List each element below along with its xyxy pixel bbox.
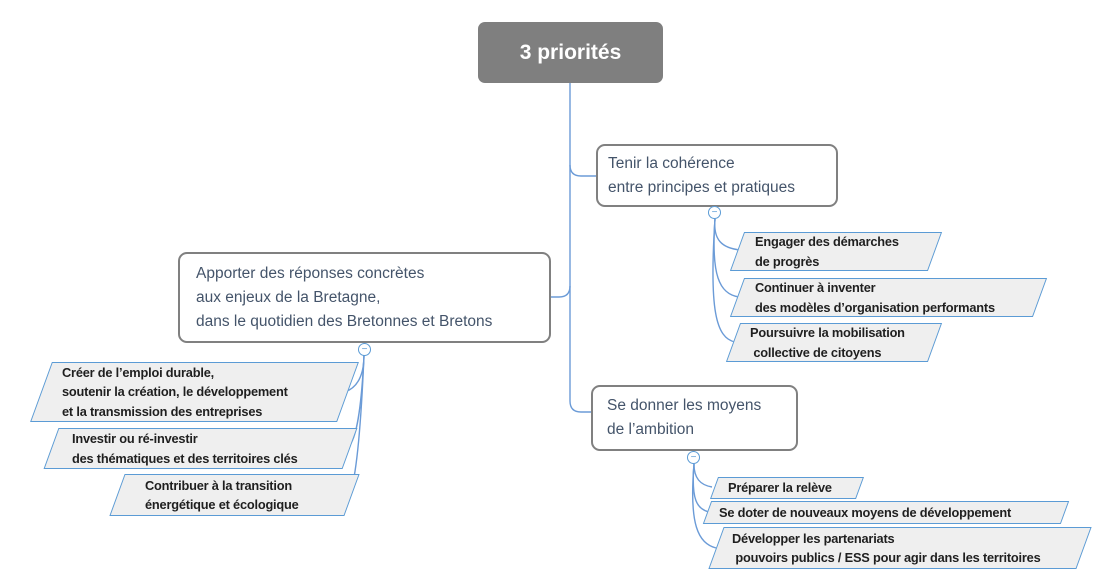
branch-apporter-label: Apporter des réponses concrètes aux enje… (196, 264, 493, 330)
collapse-toggle-apporter[interactable]: − (358, 343, 371, 356)
leaf-se-donner-2[interactable]: Se doter de nouveaux moyens de développe… (707, 501, 1065, 524)
leaf-apporter-2-label: Investir ou ré-investir des thématiques … (72, 431, 298, 466)
branch-se-donner-label: Se donner les moyens de l’ambition (607, 397, 762, 438)
leaf-tenir-2[interactable]: Continuer à inventer des modèles d’organ… (737, 278, 1040, 317)
leaf-tenir-1[interactable]: Engager des démarches de progrès (737, 232, 935, 271)
connector-tenir-child-3 (712, 218, 736, 343)
leaf-se-donner-1[interactable]: Préparer la relève (714, 477, 860, 499)
root-topic-label: 3 priorités (519, 41, 622, 64)
leaf-se-donner-2-label: Se doter de nouveaux moyens de développe… (719, 504, 1012, 520)
leaf-tenir-2-label: Continuer à inventer des modèles d’organ… (755, 280, 995, 315)
collapse-toggle-tenir[interactable]: − (708, 206, 721, 219)
branch-tenir-label: Tenir la cohérence entre principes et pr… (608, 154, 795, 196)
leaf-apporter-1[interactable]: Créer de l’emploi durable, soutenir la c… (41, 362, 348, 422)
branch-apporter[interactable]: Apporter des réponses concrètes aux enje… (178, 252, 551, 343)
leaf-se-donner-1-label: Préparer la relève (728, 480, 832, 496)
leaf-tenir-3-label: Poursuivre la mobilisation collective de… (750, 325, 905, 360)
connector-root-tenir (569, 164, 596, 177)
leaf-apporter-3-label: Contribuer à la transition énergétique e… (145, 477, 299, 513)
root-topic[interactable]: 3 priorités (478, 22, 663, 83)
connector-root-trunk (569, 83, 591, 413)
leaf-apporter-2[interactable]: Investir ou ré-investir des thématiques … (51, 428, 350, 469)
leaf-se-donner-3-label: Développer les partenariats pouvoirs pub… (732, 530, 1041, 566)
branch-tenir[interactable]: Tenir la cohérence entre principes et pr… (596, 144, 838, 207)
connector-root-apporter (551, 285, 571, 298)
leaf-apporter-1-label: Créer de l’emploi durable, soutenir la c… (62, 364, 288, 419)
leaf-tenir-3[interactable]: Poursuivre la mobilisation collective de… (733, 323, 935, 362)
leaf-apporter-3[interactable]: Contribuer à la transition énergétique e… (117, 474, 352, 516)
collapse-toggle-se-donner[interactable]: − (687, 451, 700, 464)
connector-sedonner-child-3 (691, 463, 717, 549)
branch-se-donner[interactable]: Se donner les moyens de l’ambition (591, 385, 798, 451)
connector-sedonner-child-1 (693, 463, 713, 488)
leaf-tenir-1-label: Engager des démarches de progrès (755, 234, 899, 269)
leaf-se-donner-3[interactable]: Développer les partenariats pouvoirs pub… (716, 527, 1084, 569)
